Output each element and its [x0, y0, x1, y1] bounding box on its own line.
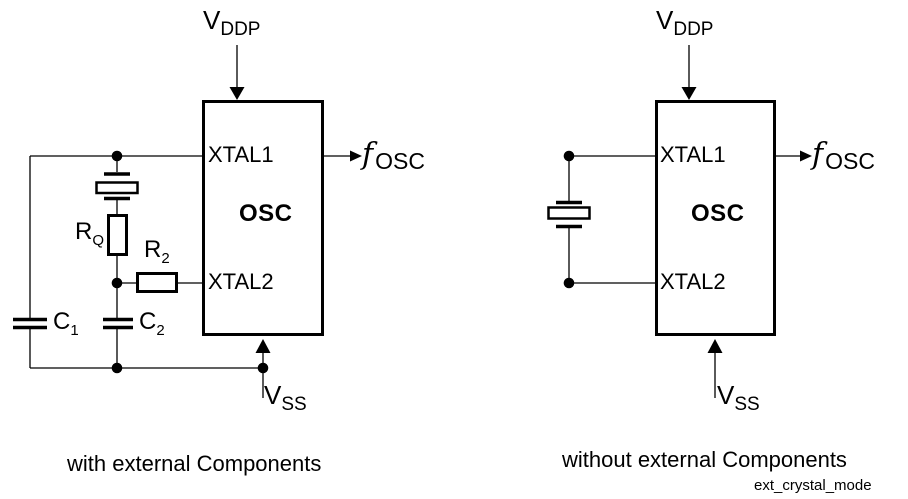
capacitor-c1	[13, 317, 47, 330]
fosc-output-label: fOSC	[812, 137, 875, 174]
osc-block	[202, 100, 324, 336]
crystal-symbol	[547, 200, 591, 229]
figure-footnote: ext_crystal_mode	[754, 477, 872, 494]
vss-arrowhead	[255, 339, 271, 353]
junction-dots	[111, 150, 269, 374]
c2-label: C2	[139, 308, 165, 339]
osc-block-label: OSC	[691, 200, 745, 227]
r2-label: R2	[144, 236, 170, 267]
fosc-arrowhead	[800, 150, 812, 162]
xtal2-pin-label: XTAL2	[208, 269, 274, 294]
vss-arrowhead	[707, 339, 723, 353]
vddp-arrowhead	[681, 87, 697, 100]
vddp-label: VDDP	[656, 5, 714, 40]
vddp-arrowhead	[229, 87, 245, 100]
junction-dots	[563, 150, 575, 289]
fosc-arrowhead	[350, 150, 362, 162]
vddp-label: VDDP	[203, 5, 261, 40]
osc-block-label: OSC	[239, 200, 293, 227]
rq-label: RQ	[75, 218, 105, 249]
fosc-output-label: fOSC	[362, 137, 425, 174]
capacitor-c2	[103, 317, 133, 330]
arrowheads	[229, 87, 362, 353]
c1-label: C1	[53, 308, 79, 339]
resistor-r2	[136, 272, 178, 293]
osc-block	[655, 100, 776, 336]
left-wires	[29, 45, 351, 398]
vss-label: VSS	[264, 380, 307, 415]
arrowheads	[681, 87, 812, 353]
right-caption: without external Components	[562, 447, 847, 472]
crystal-symbol	[95, 172, 139, 201]
xtal1-pin-label: XTAL1	[660, 142, 726, 167]
vss-label: VSS	[717, 380, 760, 415]
right-circuit	[547, 45, 812, 398]
left-circuit	[13, 45, 362, 398]
xtal2-pin-label: XTAL2	[660, 269, 726, 294]
resistor-rq	[107, 214, 128, 256]
left-caption: with external Components	[67, 451, 322, 476]
xtal1-pin-label: XTAL1	[208, 142, 274, 167]
right-wires	[568, 45, 802, 398]
